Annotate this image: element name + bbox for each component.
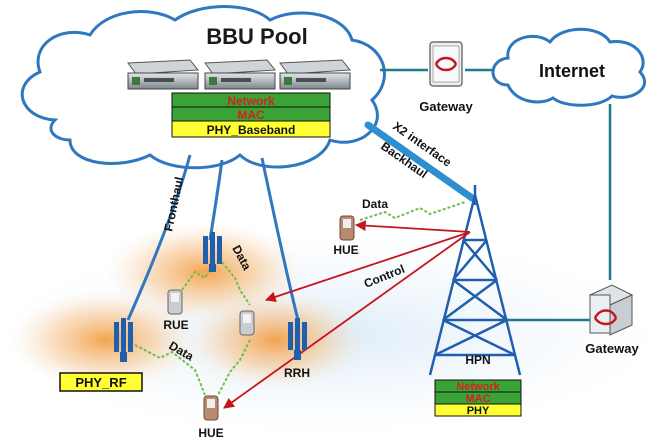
bbu-protocol-stack: Network MAC PHY_Baseband bbox=[171, 92, 331, 138]
stack-mac-label: MAC bbox=[237, 108, 265, 122]
fronthaul-fiber bbox=[126, 154, 192, 321]
data-signal bbox=[134, 344, 206, 396]
control-arrow bbox=[264, 231, 471, 303]
stack-phy-baseband-label: PHY_Baseband bbox=[207, 123, 296, 137]
phy-rf-label: PHY_RF bbox=[75, 375, 126, 390]
hue-phone-icon bbox=[203, 395, 219, 421]
rue-label: RUE bbox=[163, 318, 188, 332]
hpn-tower-icon bbox=[428, 185, 522, 376]
data-signal bbox=[217, 339, 251, 396]
internet-cloud bbox=[491, 27, 647, 107]
data-signal bbox=[181, 259, 216, 291]
hue-label: HUE bbox=[198, 426, 223, 440]
control-arrow bbox=[354, 220, 471, 233]
rrh-antenna-icon bbox=[114, 318, 133, 362]
control-arrow bbox=[223, 231, 471, 409]
gateway-label: Gateway bbox=[585, 341, 639, 356]
rrh-antenna-icon bbox=[288, 318, 307, 360]
hpn-stack-network-label: Network bbox=[456, 381, 500, 393]
hpn-label: HPN bbox=[465, 353, 490, 367]
hpn-protocol-stack: Network MAC PHY bbox=[434, 379, 522, 417]
server-icon bbox=[279, 59, 351, 90]
gateway-icon bbox=[588, 284, 634, 336]
small-cell-coverage-3 bbox=[185, 290, 365, 390]
stack-network-label: Network bbox=[227, 94, 275, 108]
backhaul-link bbox=[364, 121, 476, 202]
server-icon bbox=[127, 59, 199, 90]
internet-label: Internet bbox=[539, 61, 605, 81]
hue-phone-icon bbox=[339, 215, 355, 241]
hpn-stack-phy-label: PHY bbox=[467, 405, 490, 417]
bbu-pool-title: BBU Pool bbox=[206, 24, 307, 49]
data-label: Data bbox=[362, 197, 388, 211]
data-signal bbox=[359, 201, 466, 221]
gateway-label: Gateway bbox=[419, 99, 473, 114]
rrh-label: RRH bbox=[284, 366, 310, 380]
data-signal bbox=[221, 261, 251, 306]
phy-rf-box: PHY_RF bbox=[59, 372, 143, 392]
rue-phone-icon bbox=[239, 310, 255, 336]
hpn-stack-mac-label: MAC bbox=[465, 393, 490, 405]
small-cell-coverage-2 bbox=[10, 290, 200, 390]
rrh-antenna-icon bbox=[203, 232, 222, 272]
rue-phone-icon bbox=[167, 289, 183, 315]
hue-label: HUE bbox=[333, 243, 358, 257]
gateway-icon bbox=[429, 41, 463, 87]
fronthaul-fiber bbox=[260, 157, 300, 321]
server-icon bbox=[204, 59, 276, 90]
